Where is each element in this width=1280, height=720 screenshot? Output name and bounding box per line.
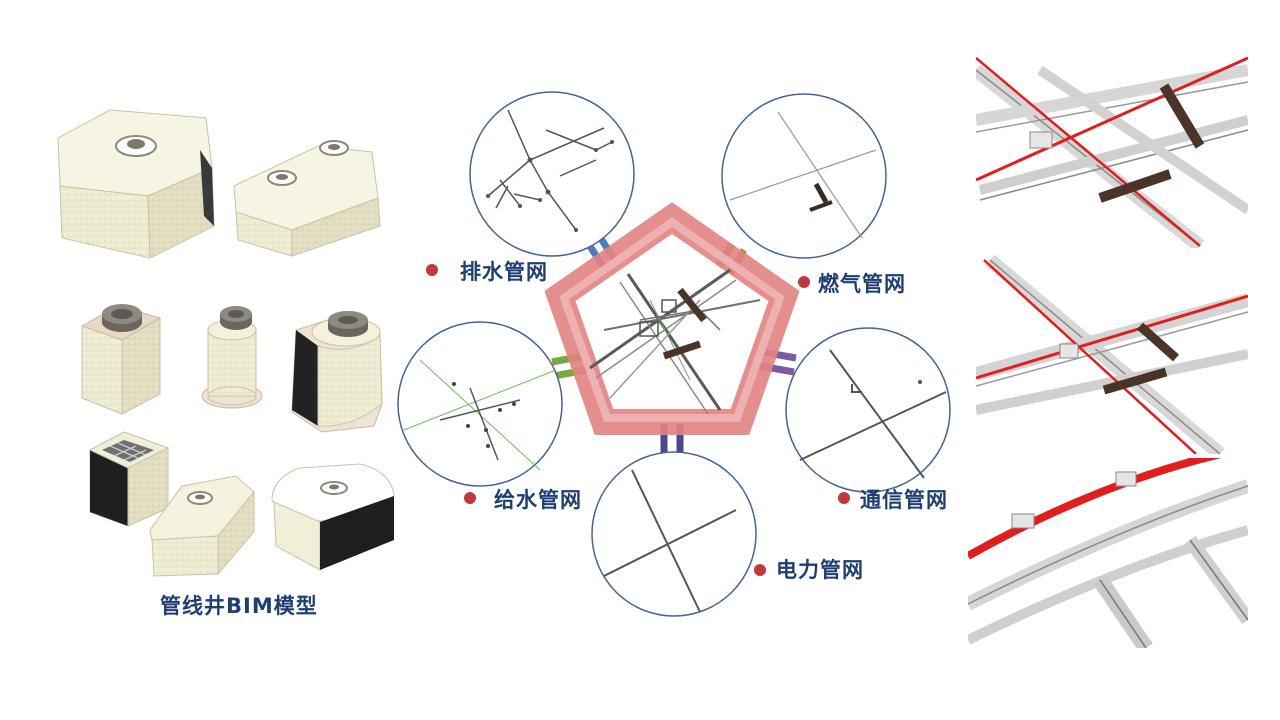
manhole-models <box>57 109 395 577</box>
zoom-circle-telecom <box>785 327 951 493</box>
pipe-gallery-panels <box>968 56 1248 648</box>
bullet-telecom <box>838 492 850 504</box>
label-gas-network: 燃气管网 <box>818 272 906 296</box>
label-telecom-network: 通信管网 <box>860 488 948 512</box>
zoom-circle-power <box>591 451 757 617</box>
label-power-network: 电力管网 <box>776 558 864 582</box>
manhole-model-square-tower <box>80 304 162 415</box>
manhole-model-double-box <box>233 140 381 257</box>
pipe-gallery-panel-middle <box>976 254 1248 454</box>
manhole-model-grid-cover <box>88 431 170 527</box>
pipe-gallery-panel-bottom <box>968 458 1248 648</box>
zoom-circle-drain <box>469 91 635 257</box>
pipe-gallery-panel-top <box>976 56 1248 248</box>
central-pipe-network <box>589 268 761 415</box>
pipe-network-pentagon-diagram <box>397 91 951 617</box>
label-drain-network: 排水管网 <box>460 260 548 284</box>
manhole-model-large-box <box>57 109 215 259</box>
manhole-model-angled-box <box>149 475 255 577</box>
models-caption: 管线井BIM模型 <box>160 594 318 618</box>
bullet-water <box>464 492 476 504</box>
bullet-power <box>754 564 766 576</box>
manhole-model-cylinder <box>201 306 263 409</box>
manhole-model-rounded-box <box>271 463 395 571</box>
bullet-gas <box>798 276 810 288</box>
manhole-model-large-cylinder <box>291 311 383 433</box>
label-water-network: 给水管网 <box>494 488 582 512</box>
bullet-drain <box>426 264 438 276</box>
zoom-circle-gas <box>721 93 887 259</box>
zoom-circle-water <box>397 321 563 487</box>
